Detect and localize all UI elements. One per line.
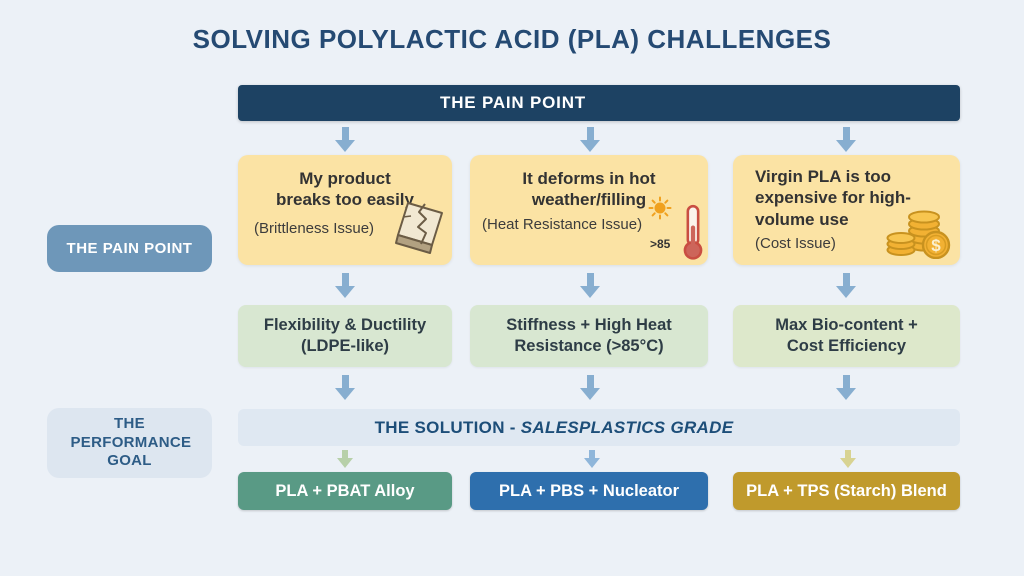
down-arrow-icon xyxy=(580,273,600,298)
side-label-performance-goal: THE PERFORMANCE GOAL xyxy=(47,408,212,478)
goal-line: Max Bio-content + xyxy=(775,315,918,334)
heading-line: expensive for high- xyxy=(755,188,911,208)
goal-line: Flexibility & Ductility xyxy=(263,315,427,334)
goal-line: (LDPE-like) xyxy=(300,337,389,355)
heading-line: My product xyxy=(299,169,391,188)
goal-line: Resistance (>85°C) xyxy=(514,337,664,355)
solution-prefix: THE SOLUTION - xyxy=(374,417,521,437)
svg-text:$: $ xyxy=(931,236,941,255)
side-label-pain-point-text: THE PAIN POINT xyxy=(66,240,193,257)
down-arrow-icon xyxy=(335,127,355,152)
sun-thermometer-icon: >85 xyxy=(648,188,704,260)
pain-card-brittleness: My product breaks too easily (Brittlenes… xyxy=(238,155,452,265)
pain-card-heat-heading: It deforms in hot weather/filling xyxy=(470,168,708,211)
solution-brand: SALESPLASTICS GRADE xyxy=(520,417,734,437)
heading-line: Virgin PLA is too xyxy=(755,167,892,186)
pain-card-brittleness-heading: My product breaks too easily xyxy=(238,168,452,211)
solution-card-pbat-label: PLA + PBAT Alloy xyxy=(275,481,415,500)
thermometer-icon xyxy=(683,204,703,260)
goal-line: Cost Efficiency xyxy=(786,337,907,355)
down-arrow-icon xyxy=(335,273,355,298)
down-arrow-icon xyxy=(836,273,856,298)
down-arrow-icon xyxy=(836,375,856,400)
pain-point-header-bar: THE PAIN POINT xyxy=(238,85,960,121)
goal-line: Stiffness + High Heat xyxy=(506,315,672,334)
sun-icon xyxy=(648,196,672,220)
thermometer-value-label: >85 xyxy=(650,237,671,251)
goal-card-stiffness: Stiffness + High Heat Resistance (>85°C) xyxy=(470,305,708,367)
goal-card-flexibility: Flexibility & Ductility (LDPE-like) xyxy=(238,305,452,367)
cracked-tile-icon xyxy=(395,202,443,254)
down-arrow-icon xyxy=(580,375,600,400)
pain-card-brittleness-subtitle: (Brittleness Issue) xyxy=(254,220,375,237)
goal-card-biocontent: Max Bio-content + Cost Efficiency xyxy=(733,305,960,367)
pain-card-cost: Virgin PLA is too expensive for high- vo… xyxy=(733,155,960,265)
side-label-performance-goal-text: THE PERFORMANCE GOAL xyxy=(70,414,192,470)
page-title: SOLVING POLYLACTIC ACID (PLA) CHALLENGES xyxy=(192,24,832,54)
heading-line: weather/filling xyxy=(531,190,647,210)
heading-line: volume use xyxy=(755,209,849,229)
solution-card-tps: PLA + TPS (Starch) Blend xyxy=(733,472,960,510)
coins-icon: $ xyxy=(886,210,951,259)
pain-card-heat-subtitle: (Heat Resistance Issue) xyxy=(482,216,643,233)
side-label-pain-point: THE PAIN POINT xyxy=(47,225,212,272)
down-arrow-icon xyxy=(840,450,856,468)
solution-card-pbat: PLA + PBAT Alloy xyxy=(238,472,452,510)
pain-card-cost-heading: Virgin PLA is too expensive for high- vo… xyxy=(733,166,960,230)
down-arrow-icon xyxy=(584,450,600,468)
down-arrow-icon xyxy=(580,127,600,152)
heading-line: breaks too easily xyxy=(276,190,414,210)
solution-header-bar: THE SOLUTION - SALESPLASTICS GRADE xyxy=(238,409,960,446)
pain-point-header-label: THE PAIN POINT xyxy=(440,93,586,112)
down-arrow-icon xyxy=(335,375,355,400)
solution-header-label: THE SOLUTION - SALESPLASTICS GRADE xyxy=(375,418,734,438)
down-arrow-icon xyxy=(836,127,856,152)
heading-line: It deforms in hot xyxy=(522,169,656,188)
pain-card-heat: It deforms in hot weather/filling (Heat … xyxy=(470,155,708,265)
pain-card-cost-subtitle: (Cost Issue) xyxy=(755,235,836,252)
solution-card-pbs-label: PLA + PBS + Nucleator xyxy=(498,481,680,500)
down-arrow-icon xyxy=(337,450,353,468)
solution-card-tps-label: PLA + TPS (Starch) Blend xyxy=(746,481,947,500)
solution-card-pbs: PLA + PBS + Nucleator xyxy=(470,472,708,510)
